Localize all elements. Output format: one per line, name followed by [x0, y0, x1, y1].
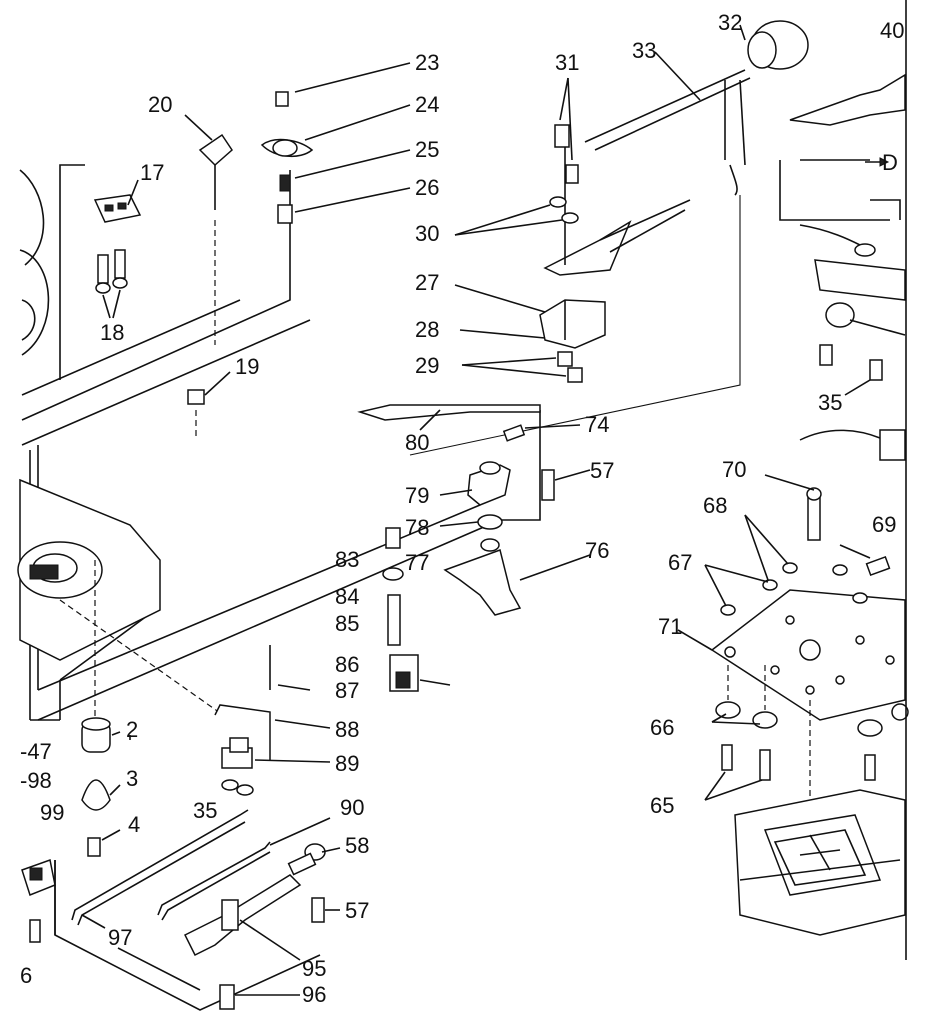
- callout-69: 69: [872, 512, 896, 537]
- callout-19: 19: [235, 354, 259, 379]
- platter-partial: [19, 169, 50, 356]
- callout-78: 78: [405, 515, 429, 540]
- callout-65: 65: [650, 793, 674, 818]
- callout-40: 40: [880, 18, 904, 43]
- part-17-terminal: [93, 179, 142, 223]
- parts-23-26-stack: [260, 62, 411, 224]
- callout-29: 29: [415, 353, 439, 378]
- parts-74-80-lift: [357, 404, 591, 616]
- callout-6: 6: [20, 963, 32, 988]
- callout-33: 33: [632, 38, 656, 63]
- callout-98: -98: [20, 768, 52, 793]
- callout-35a: 35: [818, 390, 842, 415]
- callout-89: 89: [335, 751, 359, 776]
- callout-24: 24: [415, 92, 439, 117]
- callout-66: 66: [650, 715, 674, 740]
- callout-35b: 35: [193, 798, 217, 823]
- callout-70: 70: [722, 457, 746, 482]
- arm-base-right: [779, 73, 906, 461]
- callout-95: 95: [302, 956, 326, 981]
- part-20-lever: [184, 114, 233, 345]
- callout-18: 18: [100, 320, 124, 345]
- callout-68: 68: [703, 493, 727, 518]
- callout-57a: 57: [590, 458, 614, 483]
- mounting-plate-71: [677, 474, 909, 820]
- callout-57b: 57: [345, 898, 369, 923]
- callout-76: 76: [585, 538, 609, 563]
- callout-97: 97: [108, 925, 132, 950]
- callout-4: 4: [128, 812, 140, 837]
- callout-96: 96: [302, 982, 326, 1007]
- callout-17: 17: [140, 160, 164, 185]
- cartridge-27-28: [454, 284, 606, 383]
- callout-80: 80: [405, 430, 429, 455]
- callout-88: 88: [335, 717, 359, 742]
- callout-3: 3: [126, 766, 138, 791]
- callout-28: 28: [415, 317, 439, 342]
- tonearm-assembly: [454, 20, 809, 276]
- parts-83-89: [214, 527, 451, 796]
- callout-77: 77: [405, 550, 429, 575]
- callout-2: 2: [126, 717, 138, 742]
- part-99-bracket: [21, 859, 56, 943]
- callout-labels: 23 24 25 26 20 17 18 19 31 33 32 40 D 30…: [20, 10, 904, 1007]
- callout-32: 32: [718, 10, 742, 35]
- parts-90-97-links: [71, 809, 341, 1010]
- callout-31: 31: [555, 50, 579, 75]
- callout-79: 79: [405, 483, 429, 508]
- callout-71: 71: [658, 614, 682, 639]
- motor-housing: [734, 789, 906, 936]
- callout-90: 90: [340, 795, 364, 820]
- part-19-foot: [187, 371, 231, 440]
- part-18-screws: [95, 249, 128, 319]
- callout-30: 30: [415, 221, 439, 246]
- callout-58: 58: [345, 833, 369, 858]
- callout-84: 84: [335, 584, 359, 609]
- callout-27: 27: [415, 270, 439, 295]
- callout-99: 99: [40, 800, 64, 825]
- callout-26: 26: [415, 175, 439, 200]
- callout-85: 85: [335, 611, 359, 636]
- parts-2-4: [81, 717, 121, 857]
- callout-47: -47: [20, 739, 52, 764]
- drive-unit-left: [17, 478, 231, 725]
- callout-67: 67: [668, 550, 692, 575]
- callout-20: 20: [148, 92, 172, 117]
- callout-23: 23: [415, 50, 439, 75]
- callout-D: D: [882, 150, 898, 175]
- callout-86: 86: [335, 652, 359, 677]
- callout-74: 74: [585, 412, 609, 437]
- callout-83: 83: [335, 547, 359, 572]
- callout-25: 25: [415, 137, 439, 162]
- callout-87: 87: [335, 678, 359, 703]
